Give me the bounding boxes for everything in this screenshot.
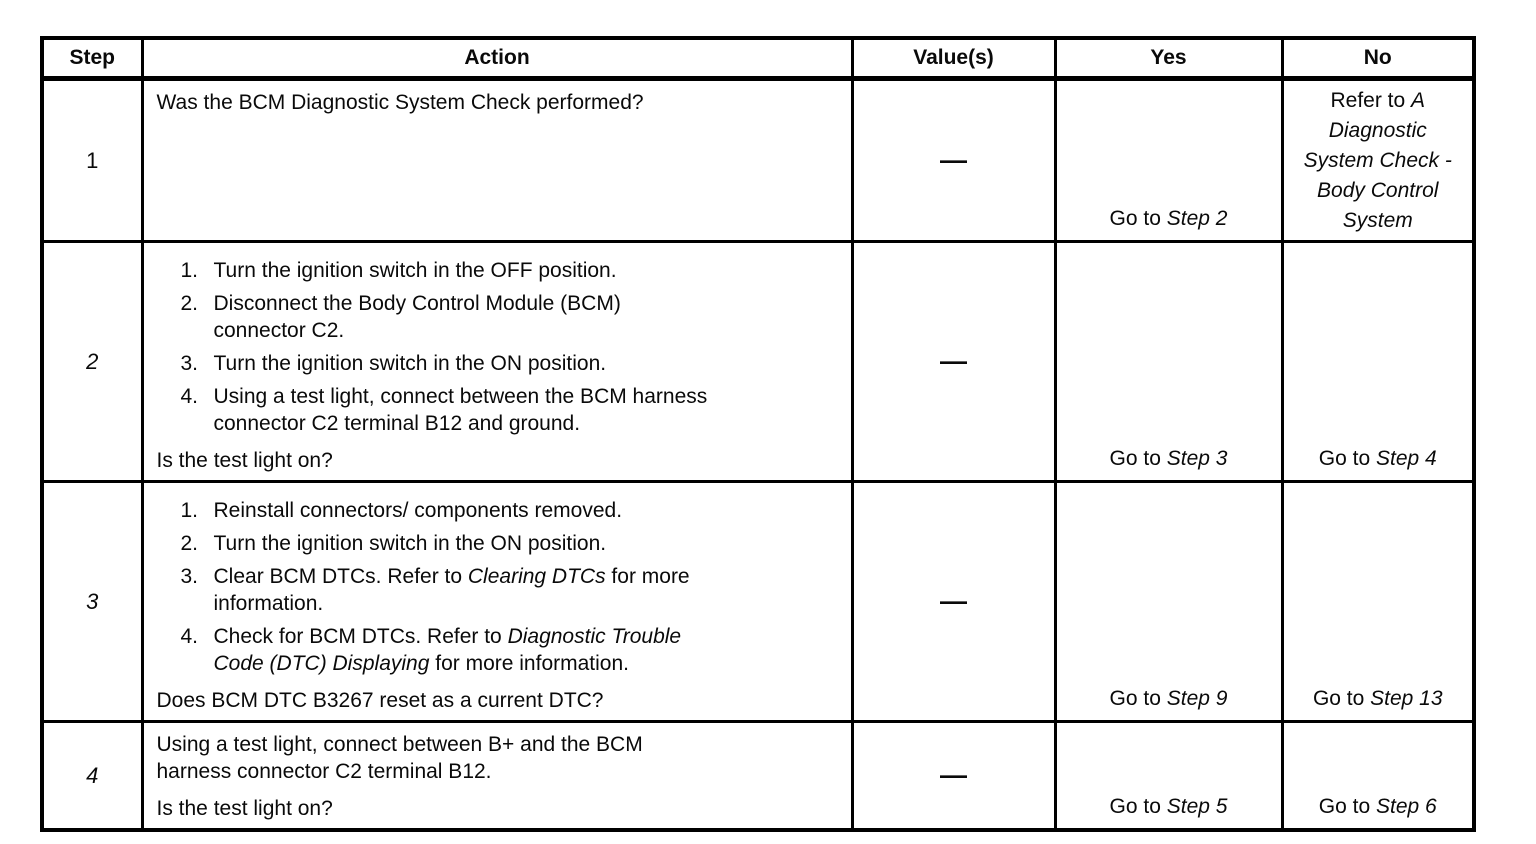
yes-cell: Go to Step 2 <box>1053 77 1284 243</box>
column-header-yes: Yes <box>1053 36 1284 81</box>
action-item: 4. Using a test light, connect between th… <box>181 383 833 437</box>
item-number: 1. <box>180 259 199 282</box>
no-cell: Go to Step 4 <box>1280 240 1476 483</box>
step-cell: 3 <box>40 480 144 723</box>
item-text: Check for BCM DTCs. Refer to Diagnostic … <box>213 625 682 675</box>
item-number: 2. <box>180 532 199 555</box>
action-item: 1. Reinstall connectors/ components remov… <box>181 497 833 524</box>
action-item: 3. Turn the ignition switch in the ON pos… <box>181 350 833 377</box>
action-item: 4. Check for BCM DTCs. Refer to Diagnosti… <box>181 623 833 677</box>
action-question: Is the test light on? <box>156 797 333 820</box>
step-cell: 2 <box>40 240 144 483</box>
action-question: Does BCM DTC B3267 reset as a current DT… <box>156 689 604 712</box>
table-row: 3 1. Reinstall connectors/ components remo… <box>40 480 1476 723</box>
item-text: Reinstall connectors/ components removed… <box>213 499 623 522</box>
column-header-no: No <box>1280 36 1476 81</box>
diagnostic-table: Step Action Value(s) Yes No 1 Was the BCM… <box>40 36 1476 832</box>
action-item: 1. Turn the ignition switch in the OFF po… <box>181 257 833 284</box>
item-number: 2. <box>180 292 199 315</box>
yes-cell: Go to Step 5 <box>1053 720 1284 832</box>
step-cell: 1 <box>40 77 144 243</box>
step-cell: 4 <box>40 720 144 832</box>
action-item: 2. Turn the ignition switch in the ON pos… <box>181 530 833 557</box>
table-row: 2 1. Turn the ignition switch in the OFF p… <box>40 240 1476 483</box>
action-paragraph: Using a test light, connect between B+ a… <box>156 733 643 783</box>
no-cell: Go to Step 13 <box>1280 480 1476 723</box>
column-header-step: Step <box>40 36 144 81</box>
action-item: 2. Disconnect the Body Control Module (BC… <box>181 290 833 344</box>
yes-cell: Go to Step 9 <box>1053 480 1284 723</box>
item-number: 3. <box>180 565 199 588</box>
item-text: Clear BCM DTCs. Refer to Clearing DTCs f… <box>213 565 690 615</box>
item-number: 4. <box>180 385 199 408</box>
item-text: Turn the ignition switch in the OFF posi… <box>213 259 617 282</box>
item-number: 3. <box>180 352 199 375</box>
value-cell: — <box>850 77 1057 243</box>
table-row: 1 Was the BCM Diagnostic System Check per… <box>40 77 1476 243</box>
item-text: Using a test light, connect between the … <box>213 385 708 435</box>
value-cell: — <box>850 240 1057 483</box>
table-body: 1 Was the BCM Diagnostic System Check per… <box>40 77 1476 832</box>
action-cell: Using a test light, connect between B+ a… <box>140 720 854 832</box>
no-cell: Go to Step 6 <box>1280 720 1476 832</box>
header-row: Step Action Value(s) Yes No <box>40 36 1476 81</box>
item-text: Turn the ignition switch in the ON posit… <box>213 352 607 375</box>
column-header-action: Action <box>140 36 854 81</box>
item-text: Disconnect the Body Control Module (BCM)… <box>213 292 621 342</box>
action-cell: Was the BCM Diagnostic System Check perf… <box>140 77 854 243</box>
action-item: 3. Clear BCM DTCs. Refer to Clearing DTCs… <box>181 563 833 617</box>
item-number: 1. <box>180 499 199 522</box>
action-question: Is the test light on? <box>156 449 333 472</box>
action-question: Was the BCM Diagnostic System Check perf… <box>156 91 644 114</box>
value-cell: — <box>850 720 1057 832</box>
column-header-values: Value(s) <box>850 36 1057 81</box>
value-cell: — <box>850 480 1057 723</box>
action-cell: 1. Reinstall connectors/ components remov… <box>140 480 854 723</box>
action-cell: 1. Turn the ignition switch in the OFF po… <box>140 240 854 483</box>
no-cell: Refer to A Diagnostic System Check - Bod… <box>1280 77 1476 243</box>
item-text: Turn the ignition switch in the ON posit… <box>213 532 607 555</box>
item-number: 4. <box>180 625 199 648</box>
yes-cell: Go to Step 3 <box>1053 240 1284 483</box>
